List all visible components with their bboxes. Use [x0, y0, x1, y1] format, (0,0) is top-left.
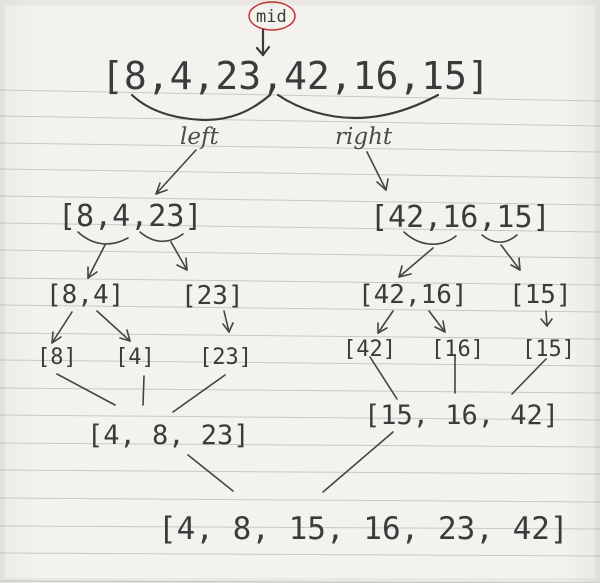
merge-line-42-right	[369, 356, 398, 400]
arrow-to-leaf-23	[223, 310, 230, 333]
merge-line-4-left	[142, 375, 145, 406]
left-brace	[130, 93, 272, 122]
merge-left-array: [4, 8, 23]	[87, 420, 250, 451]
final-merge-right-line	[322, 431, 394, 493]
left-array: [8,4,23]	[58, 199, 203, 234]
arrow-to-23	[170, 241, 188, 271]
leaf-8: [8]	[37, 345, 77, 370]
left-left-array: [8,4]	[46, 280, 124, 310]
final-array: [4, 8, 15, 16, 23, 42]	[158, 511, 569, 547]
leaf-16: [16]	[431, 337, 484, 362]
arrow-to-8-4	[87, 244, 106, 279]
leaf-42: [42]	[343, 337, 396, 362]
left-right-array: [23]	[181, 281, 244, 311]
merge-line-8-left	[56, 373, 116, 406]
root-array: [8,4,23,42,16,15]	[101, 54, 490, 98]
left-split-brace	[77, 231, 129, 245]
left-label: left	[180, 124, 219, 150]
arrow-to-leaf-16	[428, 310, 446, 333]
final-merge-left-line	[187, 454, 234, 492]
leaf-4: [4]	[115, 345, 155, 370]
right-brace	[276, 93, 440, 120]
merge-line-23-left	[172, 374, 226, 413]
merge-line-15-right	[511, 358, 547, 395]
arrow-to-15	[500, 244, 521, 271]
right-array: [42,16,15]	[370, 200, 551, 235]
arrow-to-leaf-4	[96, 310, 131, 342]
arrow-to-leaf-42	[377, 310, 394, 334]
right-right-array: [15]	[509, 280, 572, 310]
leaf-15: [15]	[522, 337, 575, 362]
arrow-to-42-16	[398, 247, 434, 278]
arrow-to-leaf-15	[545, 310, 548, 327]
left-arrow	[155, 149, 197, 195]
arrow-to-leaf-8	[51, 311, 73, 344]
right-label: right	[335, 124, 393, 150]
leaf-23: [23]	[199, 345, 252, 370]
mid-label: mid	[256, 7, 287, 27]
mid-circle	[248, 1, 296, 31]
right-arrow	[366, 151, 387, 191]
merge-right-array: [15, 16, 42]	[364, 400, 559, 431]
right-left-array: [42,16]	[358, 280, 468, 310]
